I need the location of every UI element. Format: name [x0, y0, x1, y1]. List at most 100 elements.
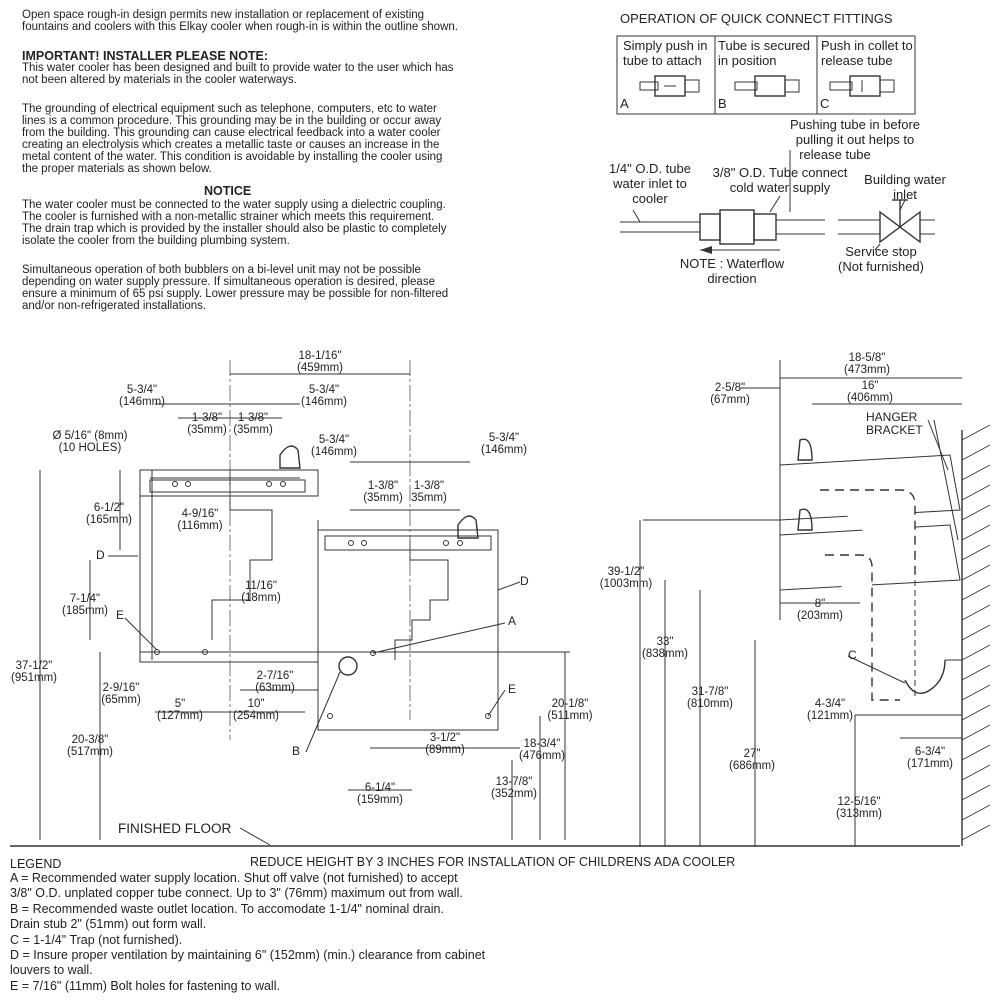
grounding-line-1: The grounding of electrical equipment su…	[22, 103, 437, 115]
building-label-2: inlet	[893, 187, 917, 202]
panel-c-letter: C	[820, 96, 830, 111]
building-label-1: Building water	[864, 172, 946, 187]
dim-12-5-16: 12-5/16"(313mm)	[835, 796, 882, 820]
letter-a: A	[508, 614, 517, 628]
dim-5-3-4-left: 5-3/4"(146mm)	[118, 384, 165, 408]
dim-5-3-4-right: 5-3/4"(146mm)	[300, 384, 347, 408]
dim-10: 10"(254mm)	[232, 698, 279, 722]
bilevel-line-4: and/or non-refrigerated installations.	[22, 300, 207, 312]
pushing-note-3: release tube	[799, 147, 871, 162]
panel-c-text-1: Push in collet to	[821, 38, 913, 53]
dim-2-9-16: 2-9/16"(65mm)	[101, 682, 141, 706]
dim-5: 5"(127mm)	[156, 698, 203, 722]
reduce-height-note: REDUCE HEIGHT BY 3 INCHES FOR INSTALLATI…	[250, 855, 736, 869]
legend-line-c: C = 1-1/4" Trap (not furnished).	[10, 933, 183, 947]
inlet-label-2: water inlet to	[613, 176, 687, 191]
dim-11-16: 11/16"(18mm)	[241, 580, 281, 604]
panel-a-text-1: Simply push in	[623, 38, 708, 53]
quick-connect-title: OPERATION OF QUICK CONNECT FITTINGS	[620, 11, 893, 26]
dim-1-3-8-d: 1-3/8"35mm)	[411, 480, 447, 504]
pushing-note-1: Pushing tube in before	[789, 117, 921, 132]
notice-heading: NOTICE	[204, 184, 252, 198]
dim-20-1-8: 20-1/8"(511mm)	[547, 698, 593, 722]
inlet-label-3: cooler	[632, 191, 668, 206]
dim-16: 16"(406mm)	[846, 380, 893, 404]
panel-b-letter: B	[718, 96, 727, 111]
dim-13-7-8: 13-7/8"(352mm)	[490, 776, 537, 800]
important-heading: IMPORTANT! INSTALLER PLEASE NOTE:	[22, 49, 269, 63]
service-label-2: (Not furnished)	[838, 259, 924, 274]
legend-line-b1: B = Recommended waste outlet location. T…	[10, 902, 444, 916]
hanger-label-1: HANGER	[866, 410, 918, 424]
dim-2-7-16: 2-7/16"(63mm)	[255, 670, 295, 694]
dim-1-3-8-c: 1-3/8"(35mm)	[363, 480, 403, 504]
notice-line-3: The drain trap which is provided by the …	[22, 223, 447, 235]
letter-d-left: D	[96, 548, 105, 562]
dim-18-3-4: 18-3/4"(476mm)	[518, 738, 565, 762]
dim-5-3-4-lower-b: 5-3/4"(146mm)	[480, 432, 527, 456]
dim-holes: Ø 5/16" (8mm)(10 HOLES)	[52, 430, 128, 454]
dim-31-7-8: 31-7/8"(810mm)	[686, 686, 733, 710]
hanger-label-2: BRACKET	[866, 423, 923, 437]
panel-a-text-2: tube to attach	[623, 53, 702, 68]
legend-line-d2: louvers to wall.	[10, 963, 93, 977]
grounding-line-5: metal content of the water. This conditi…	[22, 151, 443, 163]
notice-line-2: The cooler is furnished with a non-metal…	[22, 211, 435, 223]
important-line-2: not been altered by materials in the coo…	[22, 74, 297, 86]
dim-18-5-8: 18-5/8"(473mm)	[843, 352, 890, 376]
dim-18-1-16: 18-1/16"(459mm)	[296, 350, 343, 374]
dim-7-1-4: 7-1/4"(185mm)	[61, 593, 108, 617]
legend-line-a2: 3/8" O.D. unplated copper tube connect. …	[10, 886, 463, 900]
legend-title: LEGEND	[10, 857, 62, 871]
letter-d-right: D	[520, 574, 529, 588]
dim-6-1-2: 6-1/2"(165mm)	[85, 502, 132, 526]
letter-e-right: E	[508, 682, 517, 696]
dim-6-3-4: 6-3/4"(171mm)	[906, 746, 953, 770]
legend-line-a1: A = Recommended water supply location. S…	[10, 871, 458, 885]
intro-line-1: Open space rough-in design permits new i…	[22, 9, 425, 21]
dim-1-3-8-a: 1-3/8"(35mm)	[187, 412, 227, 436]
bilevel-line-1: Simultaneous operation of both bubblers …	[22, 264, 421, 276]
panel-a-letter: A	[620, 96, 629, 111]
important-line-1: This water cooler has been designed and …	[22, 62, 454, 74]
grounding-line-6: the proper materials as shown below.	[22, 163, 212, 175]
legend-line-e: E = 7/16" (11mm) Bolt holes for fastenin…	[10, 979, 280, 993]
bilevel-line-3: ensure a minimum of 65 psi supply. Lower…	[22, 288, 449, 300]
panel-b-text-2: in position	[718, 53, 777, 68]
tube-connection-diagram	[620, 150, 935, 254]
cold-label-1: 3/8" O.D. Tube connect	[712, 165, 848, 180]
dim-5-3-4-lower-a: 5-3/4"(146mm)	[310, 434, 357, 458]
inlet-label-1: 1/4" O.D. tube	[609, 161, 691, 176]
grounding-line-2: lines is a common procedure. This ground…	[22, 115, 442, 127]
grounding-line-3: from the building. This grounding can ca…	[22, 127, 441, 139]
letter-e-left: E	[116, 608, 125, 622]
dim-33: 33"(838mm)	[641, 636, 688, 660]
finished-floor-label: FINISHED FLOOR	[118, 821, 232, 836]
notice-line-1: The water cooler must be connected to th…	[22, 199, 446, 211]
dim-2-5-8: 2-5/8"(67mm)	[710, 382, 750, 406]
panel-b-text-1: Tube is secured	[718, 38, 811, 53]
bilevel-line-2: depending on water supply pressure. If s…	[22, 276, 435, 288]
grounding-line-4: creating an electrolysis which creates a…	[22, 139, 440, 151]
panel-c-text-2: release tube	[821, 53, 893, 68]
legend-line-b2: Drain stub 2" (51mm) out form wall.	[10, 917, 207, 931]
cold-label-2: cold water supply	[729, 180, 831, 195]
dim-20-3-8: 20-3/8"(517mm)	[66, 734, 113, 758]
letter-b: B	[292, 744, 301, 758]
note-label-1: NOTE : Waterflow	[679, 256, 785, 271]
note-label-2: direction	[707, 271, 757, 286]
front-view-drawing	[39, 360, 570, 846]
intro-line-2: fountains and coolers with this Elkay co…	[22, 21, 458, 33]
dim-4-9-16: 4-9/16"(116mm)	[177, 508, 223, 532]
dim-8: 8"(203mm)	[796, 598, 843, 622]
notice-line-4: isolate the cooler from the building plu…	[22, 235, 290, 247]
dim-3-1-2: 3-1/2"(89mm)	[425, 732, 465, 756]
service-label-1: Service stop	[845, 244, 917, 259]
dim-6-1-4: 6-1/4"(159mm)	[356, 782, 403, 806]
side-letter-c: C	[848, 648, 857, 662]
dim-1-3-8-b: 1-3/8"(35mm)	[233, 412, 273, 436]
side-view-drawing	[639, 360, 991, 846]
quick-connect-panels	[616, 35, 916, 115]
dim-37-1-2: 37-1/2"(951mm)	[10, 660, 57, 684]
